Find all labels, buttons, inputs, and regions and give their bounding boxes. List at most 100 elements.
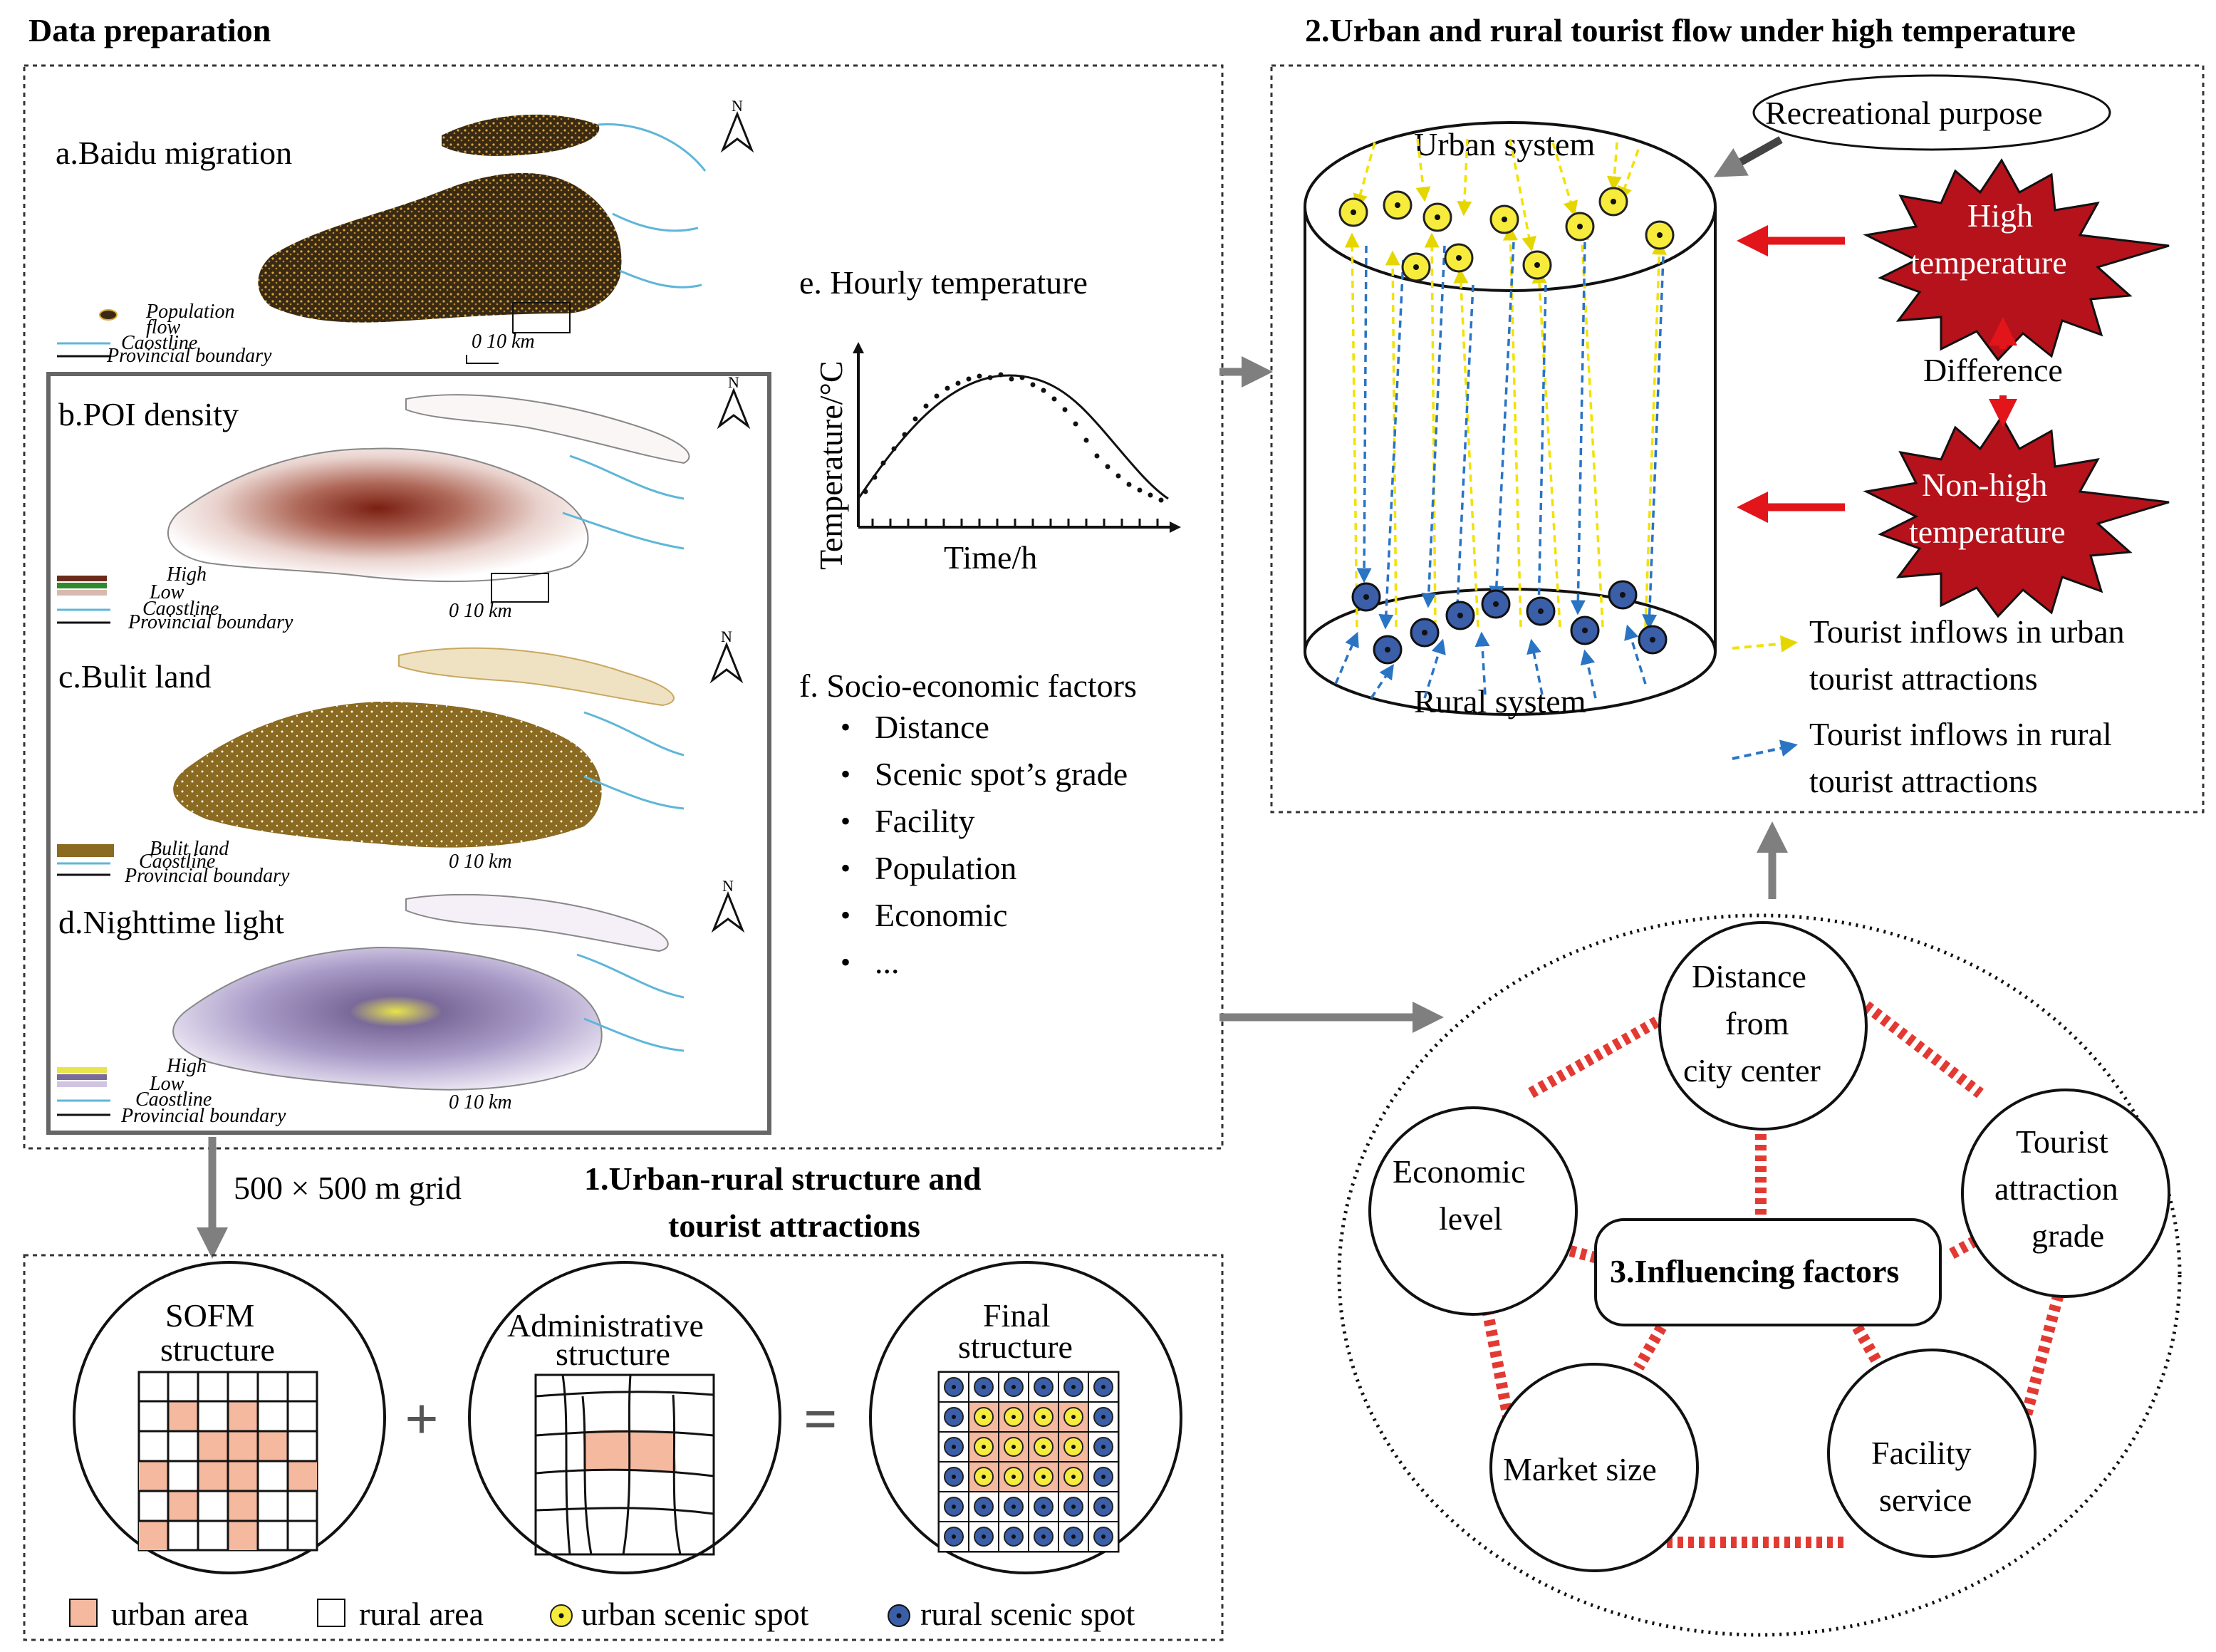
urban-scenic-spot-icon (1422, 202, 1452, 232)
socio-item-population: Population (875, 850, 1016, 886)
urban-inflow-legend-line2: tourist attractions (1809, 660, 2038, 697)
map-a-baidu-migration: a.Baidu migration N Population flow Caos… (56, 97, 754, 367)
svg-text:N: N (721, 628, 732, 645)
socio-title: f. Socio-economic factors (799, 667, 1137, 704)
urban-inflow-legend-symbol (1732, 635, 1798, 653)
rural-area-legend-swatch (317, 1599, 345, 1627)
temperature-curve (857, 374, 1169, 500)
structure-title-line1: 1.Urban-rural structure and (584, 1160, 982, 1197)
scenic-spot-center (1071, 1534, 1076, 1539)
structure-title-line2: tourist attractions (668, 1207, 920, 1244)
map-a-legend-boundary: Provincial boundary (106, 345, 272, 367)
legend-population-flow-symbol (99, 309, 118, 321)
rural-inflow-legend-symbol (1732, 739, 1798, 760)
map-d-legend-high: High (166, 1055, 207, 1077)
socio-bullet: • (841, 805, 850, 837)
rural-scenic-spots (1351, 580, 1668, 665)
north-arrow-icon: N (711, 877, 745, 933)
administrative-label-line1: Administrative (507, 1307, 704, 1344)
factor-facility-node (1827, 1349, 2036, 1558)
recreational-purpose-arrow (1713, 136, 1783, 177)
rural-inflow-legend-line1: Tourist inflows in rural (1809, 716, 2112, 752)
map-b-landmass (167, 447, 589, 583)
scenic-spot-center (982, 1475, 986, 1479)
svg-text:N: N (728, 373, 739, 391)
urban-system-label: Urban system (1414, 126, 1595, 162)
urban-area-legend-label: urban area (111, 1596, 249, 1632)
scenic-spot-center (1011, 1475, 1016, 1479)
legend-built-land-symbol (57, 844, 114, 857)
factor-tourist-line1: Tourist (2016, 1123, 2108, 1160)
scenic-spot-center (1101, 1534, 1106, 1539)
map-c-legend-coastline: Caostline (139, 851, 215, 873)
socio-bullet: • (841, 711, 850, 743)
factor-economic-line2: level (1439, 1200, 1502, 1237)
map-a-scale-bar (466, 355, 499, 364)
high-temperature-line2: temperature (1910, 244, 2067, 281)
map-d-nighttime-light: d.Nighttime light N High Low Caostline P… (57, 877, 745, 1127)
non-high-temperature-starburst (1863, 415, 2170, 618)
scenic-spot-center (1101, 1475, 1106, 1479)
scenic-spot-center (1011, 1415, 1016, 1419)
urban-scenic-spot-icon (1645, 220, 1675, 250)
rural-scenic-spot-icon (1638, 625, 1668, 655)
scenic-spot-center (952, 1534, 956, 1539)
urban-scenic-spot-icon (1489, 204, 1519, 234)
scenic-spot-center (1011, 1385, 1016, 1389)
map-c-coastline (583, 711, 685, 810)
rural-system-label: Rural system (1414, 683, 1586, 719)
map-c-scale: 0 10 km (449, 851, 512, 873)
scenic-spot-center (1011, 1505, 1016, 1509)
urban-scenic-spot-icon (1522, 250, 1552, 280)
urban-scenic-spot-icon (1565, 212, 1595, 241)
map-c-landmass (173, 702, 602, 848)
map-a-scale: 0 10 km (472, 331, 535, 353)
factor-facility-line1: Facility (1871, 1435, 1972, 1471)
map-d-island (405, 893, 669, 952)
scenic-spot-center (1041, 1445, 1046, 1449)
scenic-spot-center (1071, 1385, 1076, 1389)
scenic-spot-center (982, 1415, 986, 1419)
socio-item-distance: Distance (875, 709, 989, 745)
urban-scenic-spot-icon (1444, 243, 1474, 273)
map-d-scale: 0 10 km (449, 1091, 512, 1113)
map-a-island (442, 114, 600, 156)
legend-high-low-symbol-mid (57, 583, 107, 588)
flow-box (1270, 64, 2205, 814)
map-d-title: d.Nighttime light (58, 904, 284, 940)
administrative-label-line2: structure (556, 1336, 670, 1372)
factor-distance-line1: Distance (1692, 958, 1806, 994)
map-a-legend-flow: flow (146, 316, 181, 338)
temperature-y-label: Temperature/°C (813, 360, 849, 570)
socio-item-facility: Facility (875, 803, 975, 839)
scenic-spot-center (1101, 1415, 1106, 1419)
rural-scenic-spot-icon (1481, 589, 1511, 619)
map-b-poi-density: b.POI density N High Low Caostline Provi… (57, 373, 751, 633)
data-preparation-heading: Data preparation (28, 12, 271, 48)
map-b-inset (491, 573, 549, 603)
rural-scenic-spot-icon (1526, 596, 1556, 626)
legend-high-low-symbol (57, 576, 107, 581)
map-a-inset (512, 302, 571, 333)
map-d-legend-boundary: Provincial boundary (120, 1105, 286, 1127)
administrative-circle (468, 1261, 781, 1574)
temperature-x-label: Time/h (944, 539, 1037, 576)
scenic-spot-center (1041, 1385, 1046, 1389)
legend-light-low-symbol (57, 1081, 107, 1087)
scenic-spot-center (1101, 1505, 1106, 1509)
factor-distance-line3: city center (1683, 1052, 1821, 1089)
final-label-line2: structure (958, 1329, 1073, 1365)
socio-item-grade: Scenic spot’s grade (875, 756, 1128, 792)
high-temperature-line1: High (1967, 197, 2033, 234)
scenic-spot-center (982, 1445, 986, 1449)
rural-inflow-legend-line2: tourist attractions (1809, 763, 2038, 799)
non-high-temperature-line1: Non-high (1922, 467, 2047, 503)
maps-bcd-frame (46, 372, 771, 1135)
socio-bullet: • (841, 852, 850, 884)
rural-scenic-spot-icon (1373, 635, 1403, 665)
urban-scenic-spot-legend-icon (550, 1604, 573, 1627)
urban-scenic-spot-legend-label: urban scenic spot (581, 1596, 809, 1632)
factor-economic-node (1368, 1106, 1578, 1316)
scenic-spot-center (952, 1385, 956, 1389)
